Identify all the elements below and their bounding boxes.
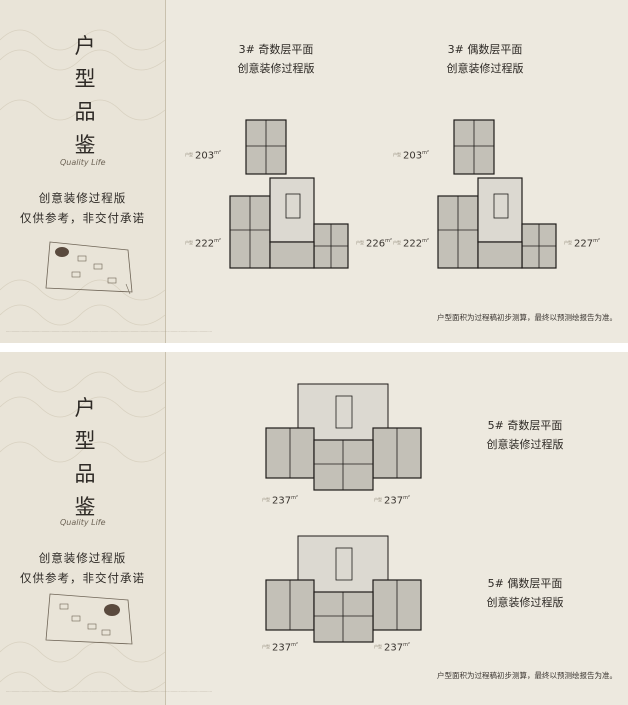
side-banner: 户 型 品 鉴 Quality Life 创意装修过程版 仅供参考，非交付承诺 <box>0 352 166 705</box>
plan-title-5-even: 5# 偶数层平面创意装修过程版 <box>486 577 564 609</box>
panel-divider <box>0 343 628 352</box>
subtitle-version: 创意装修过程版 <box>38 551 127 565</box>
area-note: 户型面积为过程稿初步测算，最终以预测绘报告为准。 <box>437 671 617 680</box>
brochure-panel-3: 户 型 品 鉴 Quality Life 创意装修过程版 仅供参考，非交付承诺 … <box>0 0 628 343</box>
subtitle-disclaimer: 仅供参考，非交付承诺 <box>20 571 145 585</box>
brochure-panel-5: 户 型 品 鉴 Quality Life 创意装修过程版 仅供参考，非交付承诺 <box>0 352 628 705</box>
plan-title-3-odd: 3# 奇数层平面创意装修过程版 <box>237 43 315 75</box>
plan-title-3-even: 3# 偶数层平面创意装修过程版 <box>446 43 524 75</box>
plan-title-5-odd: 5# 奇数层平面创意装修过程版 <box>486 419 564 451</box>
floor-plan-3-even <box>437 119 557 269</box>
site-map-icon <box>45 241 133 295</box>
subtitle-version: 创意装修过程版 <box>38 191 127 205</box>
floor-plan-5-even <box>265 535 422 643</box>
floor-plan-3-odd <box>229 119 349 269</box>
signature: Quality Life <box>60 158 106 167</box>
wave-pattern <box>0 29 165 326</box>
signature: Quality Life <box>60 518 106 527</box>
fine-print: ········································… <box>6 330 212 334</box>
vertical-title: 户 型 品 鉴 <box>74 396 96 519</box>
subtitle-disclaimer: 仅供参考，非交付承诺 <box>20 211 145 225</box>
side-banner: 户 型 品 鉴 Quality Life 创意装修过程版 仅供参考，非交付承诺 <box>0 0 166 343</box>
wave-pattern <box>0 371 165 693</box>
area-note: 户型面积为过程稿初步测算，最终以预测绘报告为准。 <box>437 313 617 322</box>
vertical-title: 户 型 品 鉴 <box>74 34 96 157</box>
site-map-icon <box>45 593 133 645</box>
fine-print: ········································… <box>6 690 212 694</box>
floor-plan-5-odd <box>265 383 422 491</box>
